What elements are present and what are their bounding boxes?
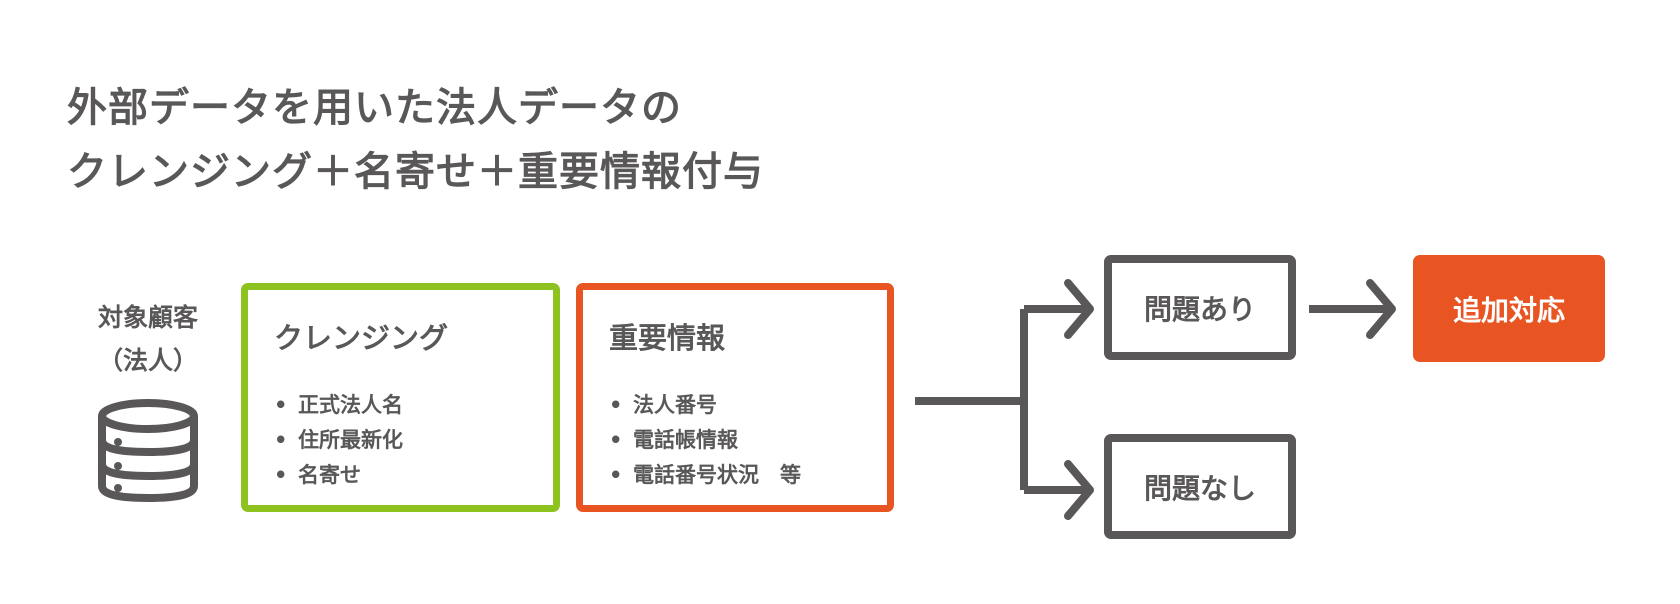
action-box: 追加対応 [1413, 255, 1605, 362]
customer-sublabel: （法人） [97, 346, 198, 375]
list-item: 名寄せ [274, 458, 403, 493]
arrow-head-lower [1064, 460, 1094, 520]
branch-split [1020, 305, 1092, 494]
customer-label: 対象顧客 [97, 303, 198, 332]
arrow-head-action [1366, 279, 1396, 339]
title-line-1: 外部データを用いた法人データの [67, 85, 682, 131]
important-info-title: 重要情報 [609, 321, 726, 355]
arrow-head-upper [1064, 279, 1094, 339]
list-item: 電話番号状況 等 [609, 458, 801, 493]
list-item: 正式法人名 [274, 388, 403, 423]
cleansing-box: クレンジング 正式法人名 住所最新化 名寄せ [241, 283, 560, 512]
important-info-box: 重要情報 法人番号 電話帳情報 電話番号状況 等 [576, 283, 894, 512]
list-item: 住所最新化 [274, 423, 403, 458]
cleansing-title: クレンジング [274, 321, 449, 355]
list-item: 法人番号 [609, 388, 801, 423]
title-line-2: クレンジング＋名寄せ＋重要情報付与 [67, 149, 764, 195]
no-problem-box: 問題なし [1104, 434, 1296, 539]
problem-box: 問題あり [1104, 255, 1296, 360]
list-item: 電話帳情報 [609, 423, 801, 458]
database-icon [98, 399, 198, 503]
